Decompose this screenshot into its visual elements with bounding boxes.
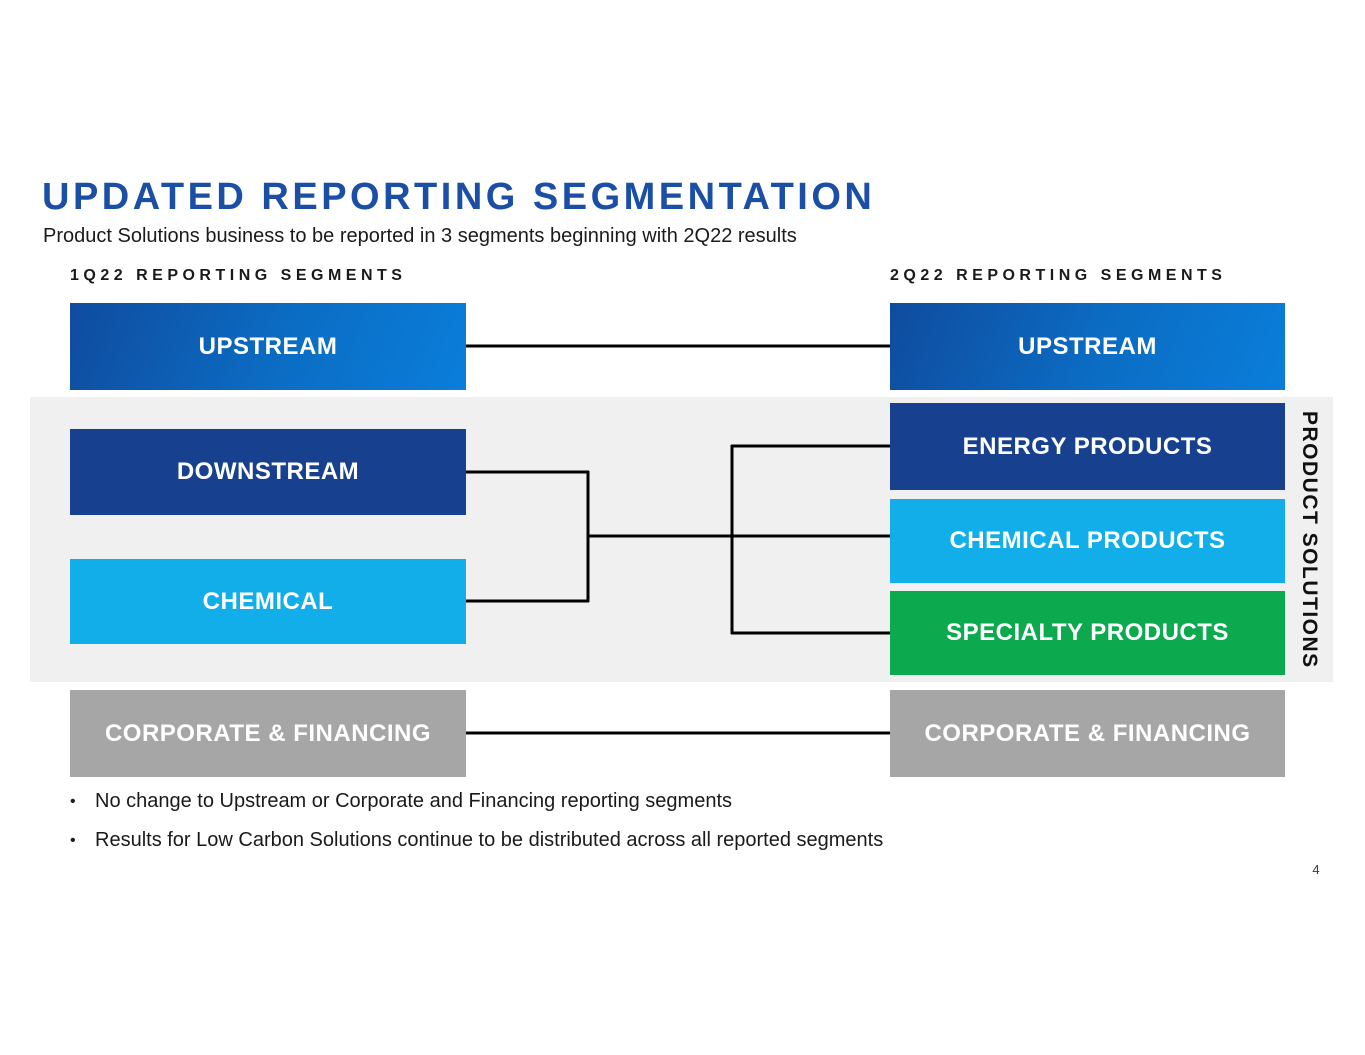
segment-label: CHEMICAL xyxy=(202,587,334,615)
segment-box-corporate-financing-1q22: CORPORATE & FINANCING xyxy=(70,690,466,777)
bullet-text: No change to Upstream or Corporate and F… xyxy=(95,790,733,812)
segment-label: UPSTREAM xyxy=(198,332,338,360)
segment-box-corporate-financing-2q22: CORPORATE & FINANCING xyxy=(890,690,1285,777)
bullet-marker: • xyxy=(70,832,76,849)
segment-label: UPSTREAM xyxy=(1018,332,1157,360)
segment-label: CHEMICAL PRODUCTS xyxy=(949,527,1226,554)
bullet-item: • Results for Low Carbon Solutions contin… xyxy=(70,829,883,852)
product-solutions-vertical-label: PRODUCT SOLUTIONS xyxy=(1298,410,1321,669)
segment-label: CORPORATE & FINANCING xyxy=(924,719,1251,747)
segment-box-upstream-1q22: UPSTREAM xyxy=(70,303,466,390)
page-title: UPDATED REPORTING SEGMENTATION xyxy=(42,176,876,218)
segment-box-energy-products-2q22: ENERGY PRODUCTS xyxy=(890,403,1285,490)
segment-label: ENERGY PRODUCTS xyxy=(962,432,1213,460)
segment-label: DOWNSTREAM xyxy=(176,458,360,485)
segment-box-upstream-2q22: UPSTREAM xyxy=(890,303,1285,390)
page-subtitle: Product Solutions business to be reporte… xyxy=(43,225,797,247)
column-header-2q22: 2Q22 REPORTING SEGMENTS xyxy=(890,267,1227,284)
segment-label: CORPORATE & FINANCING xyxy=(104,719,432,747)
segment-box-downstream-1q22: DOWNSTREAM xyxy=(70,429,466,515)
segment-box-chemical-1q22: CHEMICAL xyxy=(70,559,466,644)
page-number: 4 xyxy=(1312,862,1320,877)
bullet-text: Results for Low Carbon Solutions continu… xyxy=(95,829,884,851)
bullet-item: • No change to Upstream or Corporate and … xyxy=(70,790,732,813)
bullet-marker: • xyxy=(70,793,76,810)
column-header-1q22: 1Q22 REPORTING SEGMENTS xyxy=(70,267,407,284)
segment-label: SPECIALTY PRODUCTS xyxy=(946,619,1229,646)
segment-box-chemical-products-2q22: CHEMICAL PRODUCTS xyxy=(890,499,1285,583)
segment-box-specialty-products-2q22: SPECIALTY PRODUCTS xyxy=(890,591,1285,675)
